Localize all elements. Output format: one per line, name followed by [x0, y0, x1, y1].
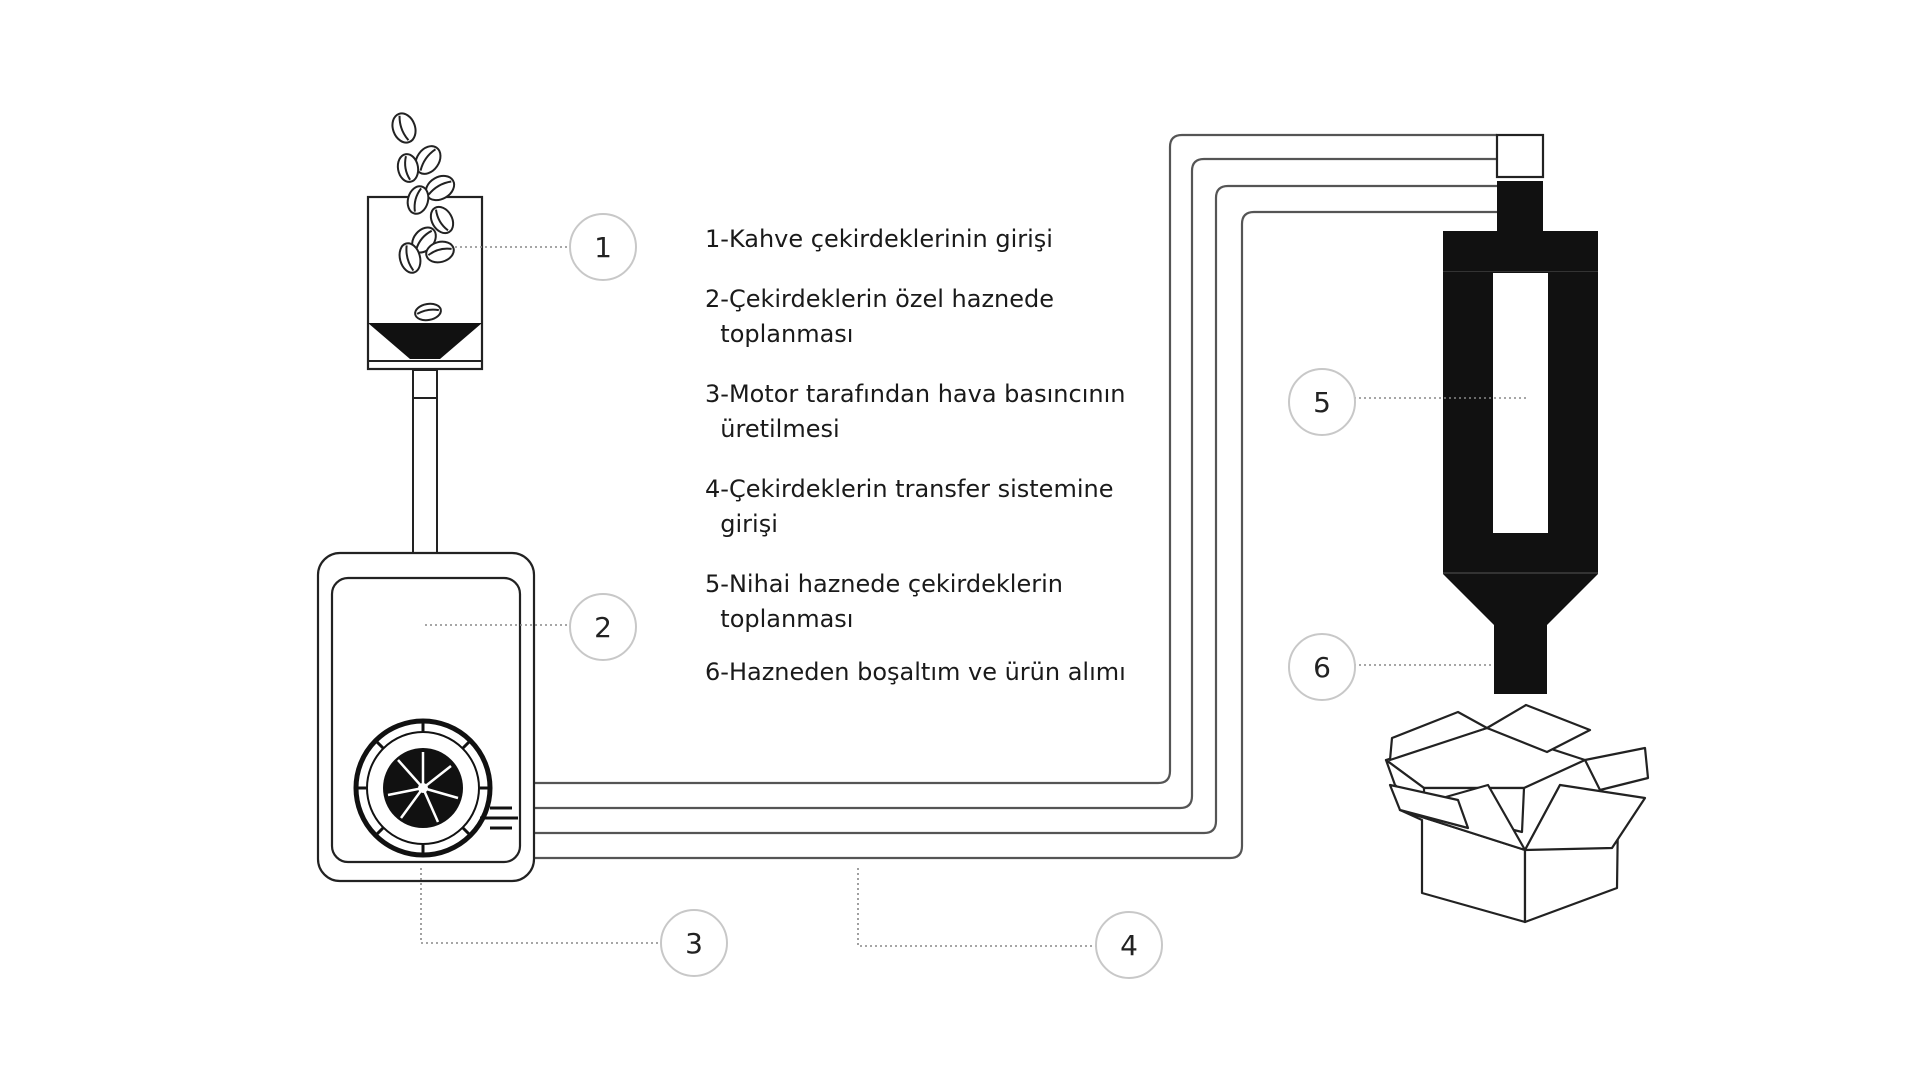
- callout-3: 3: [660, 909, 728, 977]
- callout-1: 1: [569, 213, 637, 281]
- leader-lines: [420, 246, 1528, 947]
- open-box-icon: [1384, 703, 1650, 924]
- callout-4-label: 4: [1120, 929, 1138, 962]
- legend-item-number: 2: [705, 285, 721, 313]
- callout-6-label: 6: [1313, 651, 1331, 684]
- callout-4: 4: [1095, 911, 1163, 979]
- legend-item-text: -Hazneden boşaltım ve ürün alımı: [720, 658, 1126, 686]
- coffee-beans-icon: [391, 112, 456, 322]
- legend-item-text: -Motor tarafından hava basıncının üretil…: [720, 380, 1126, 443]
- callout-6: 6: [1288, 633, 1356, 701]
- legend-item-number: 4: [705, 475, 721, 503]
- callout-2: 2: [569, 593, 637, 661]
- callout-5: 5: [1288, 368, 1356, 436]
- legend-item-5: 5-Nihai haznede çekirdeklerin toplanması: [705, 567, 1165, 637]
- legend: 1-Kahve çekirdeklerinin girişi 2-Çekirde…: [705, 222, 1165, 690]
- legend-item-2: 2-Çekirdeklerin özel haznede toplanması: [705, 282, 1165, 352]
- callout-3-label: 3: [685, 927, 703, 960]
- cyclone-collector-icon: [1443, 133, 1598, 694]
- legend-item-text: -Kahve çekirdeklerinin girişi: [720, 225, 1053, 253]
- legend-item-text: -Çekirdeklerin özel haznede toplanması: [720, 285, 1055, 348]
- legend-item-6: 6-Hazneden boşaltım ve ürün alımı: [705, 655, 1165, 690]
- callout-2-label: 2: [594, 611, 612, 644]
- legend-item-number: 5: [705, 570, 721, 598]
- legend-item-4: 4-Çekirdeklerin transfer sistemine giriş…: [705, 472, 1165, 542]
- hopper-icon: [366, 195, 484, 579]
- legend-item-text: -Nihai haznede çekirdeklerin toplanması: [720, 570, 1063, 633]
- legend-item-text: -Çekirdeklerin transfer sistemine girişi: [720, 475, 1114, 538]
- blower-fan-icon: [353, 718, 518, 858]
- legend-item-1: 1-Kahve çekirdeklerinin girişi: [705, 222, 1165, 257]
- legend-item-number: 6: [705, 658, 721, 686]
- legend-item-number: 3: [705, 380, 721, 408]
- callout-5-label: 5: [1313, 386, 1331, 419]
- transfer-pipes: [535, 133, 1497, 860]
- legend-item-3: 3-Motor tarafından hava basıncının üreti…: [705, 377, 1165, 447]
- callout-1-label: 1: [594, 231, 612, 264]
- legend-item-number: 1: [705, 225, 721, 253]
